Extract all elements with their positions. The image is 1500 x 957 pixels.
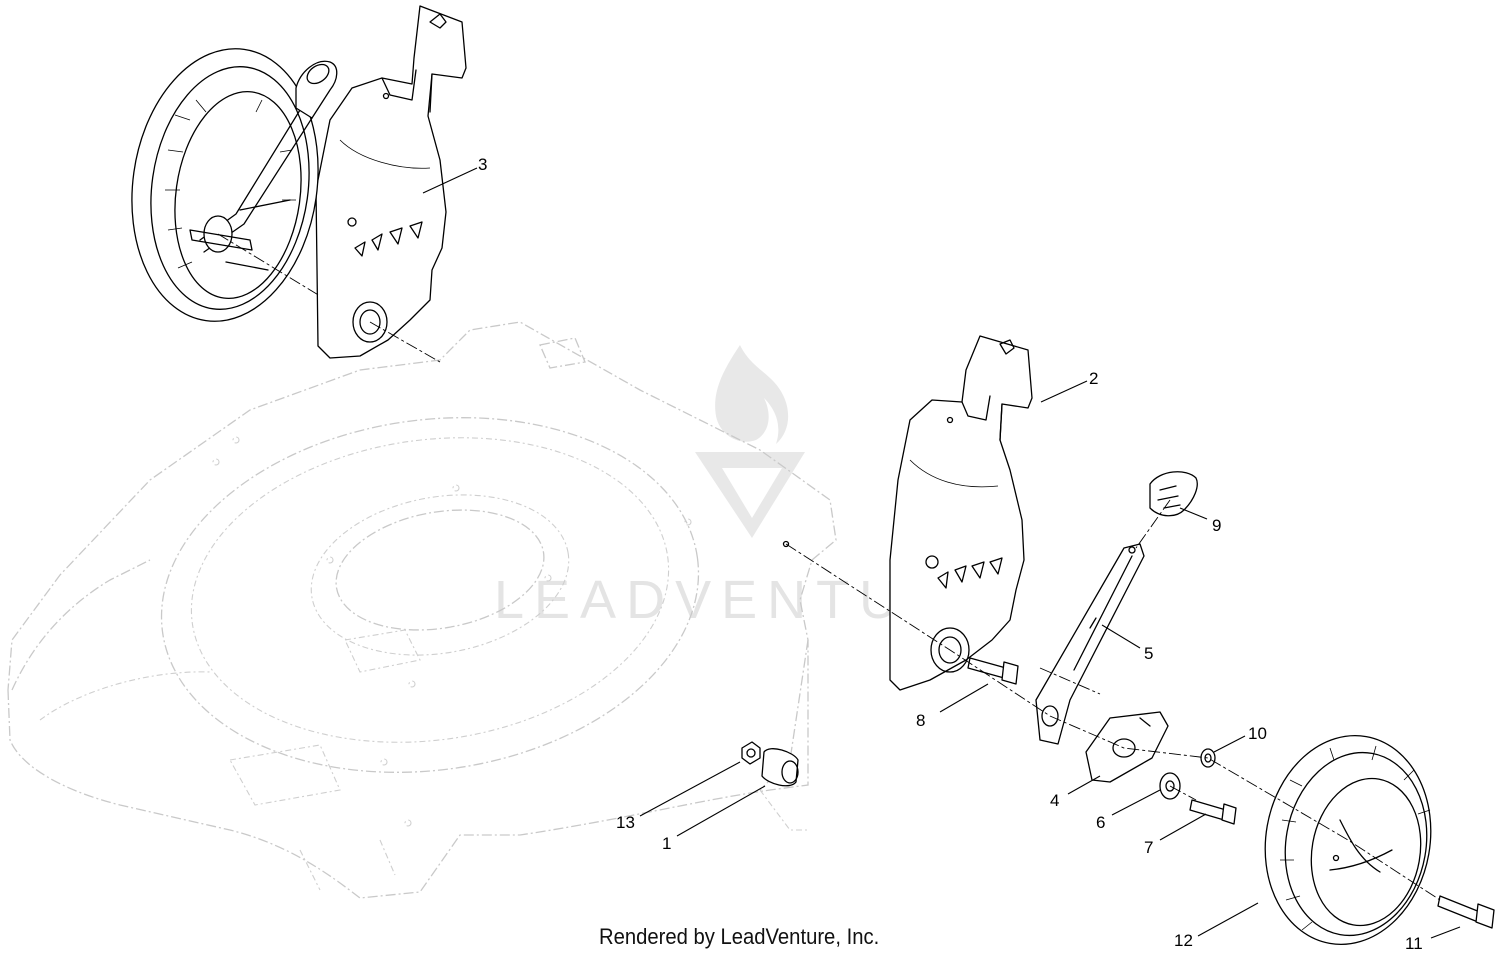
part-3-left-height-plate [315,5,467,359]
callout-11: 11 [1405,934,1423,953]
part-13-nut [741,741,761,765]
part-12-front-wheel [1264,734,1432,946]
part-8-bolt [967,657,1019,685]
render-credit: Rendered by LeadVenture, Inc. [599,924,880,949]
part-4-pivot-bracket [1085,711,1169,783]
part-10-washer [1200,748,1216,768]
part-1-spacer [761,748,799,787]
callout-13: 13 [616,813,635,832]
callout-7: 7 [1144,838,1153,857]
callout-leaders [422,167,1461,939]
callout-8: 8 [916,711,925,730]
callout-10: 10 [1248,724,1267,743]
part-5-adjuster-lever [1035,543,1145,745]
callout-12: 12 [1174,931,1193,950]
assembly-centerlines [217,233,1441,901]
callout-labels: 3 2 9 5 8 10 4 6 7 13 1 12 11 [478,155,1423,953]
part-7-bolt [1189,799,1237,825]
watermark-logo [695,345,805,538]
mower-deck-outline [7,321,837,899]
part-2-right-height-plate [889,335,1033,691]
callout-2: 2 [1089,369,1098,388]
callout-4: 4 [1050,791,1059,810]
callout-9: 9 [1212,516,1221,535]
rear-left-wheel [131,48,338,322]
callout-5: 5 [1144,644,1153,663]
callout-1: 1 [662,834,671,853]
part-11-shoulder-bolt [1437,895,1495,929]
callout-6: 6 [1096,813,1105,832]
callout-3: 3 [478,155,487,174]
part-9-handle-grip [1149,471,1198,517]
